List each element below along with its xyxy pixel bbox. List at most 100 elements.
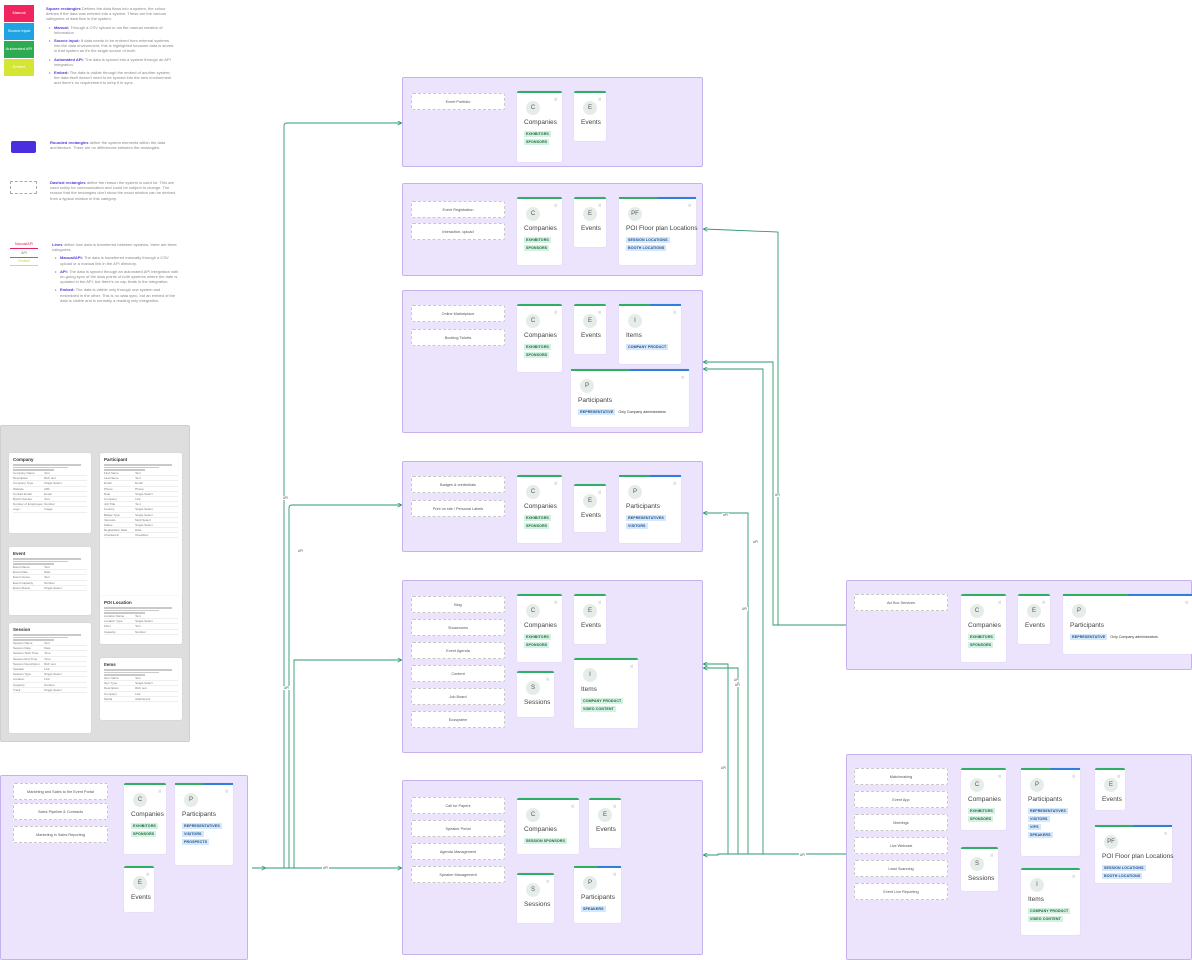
dict-field-type: Number — [135, 629, 146, 634]
entity-name: Items — [1028, 896, 1044, 903]
description-line — [104, 671, 159, 673]
tag-row: EXHIBITORS — [524, 131, 551, 137]
entity-name: Items — [626, 332, 642, 339]
expand-icon: ⠿ — [1117, 774, 1120, 779]
dict-field-type: Text — [135, 614, 141, 618]
dict-field-name: Track — [13, 687, 21, 692]
use-case-box: Live Webcast — [854, 837, 948, 854]
expand-icon: ⠿ — [1042, 600, 1045, 605]
entity-tag: BOOTH LOCATIONS — [626, 245, 667, 251]
dict-field-name: Event Status — [13, 585, 31, 590]
dict-field-type: Single Select — [135, 619, 153, 624]
description-line — [104, 674, 146, 676]
entity-avatar: P — [1072, 604, 1086, 618]
tag-row: EXHIBITORS — [524, 344, 551, 350]
entity-name: Sessions — [524, 901, 551, 908]
use-case-box: Ecosystem — [411, 711, 505, 728]
entity-avatar: C — [133, 793, 147, 807]
entity-avatar: P — [1030, 778, 1044, 792]
dict-card-title: Items — [104, 662, 116, 667]
dict-field-type: Checkbox — [135, 533, 149, 538]
dict-field-name: Session Date — [13, 646, 31, 651]
entity-avatar: E — [133, 876, 147, 890]
use-case-box: Event Registration — [411, 201, 505, 218]
entity-tag: PROSPECTS — [182, 839, 210, 845]
dict-field-name: Company — [104, 496, 117, 501]
dict-field-name: Session Type — [13, 672, 31, 677]
entity-name: Events — [581, 119, 601, 126]
dict-field-type: Multi Select — [135, 517, 151, 522]
dict-field-type: Text — [135, 471, 141, 475]
legend-line-label-manual: Manual/API — [14, 242, 34, 246]
use-case-box: Lead Scanning — [854, 860, 948, 877]
tag-row: COMPANY PRODUCT — [1028, 908, 1071, 914]
description-line — [104, 607, 173, 609]
expand-icon: ⠿ — [681, 375, 684, 380]
entity-tag: SESSION LOCATIONS — [1102, 865, 1146, 871]
legend-square-text: Square rectangles Defines the data flows… — [46, 6, 176, 86]
dict-card-title: Participant — [104, 457, 128, 462]
connector-app-to-speaker — [704, 854, 846, 855]
connection-label: API — [283, 686, 291, 690]
dict-field-type: URL — [44, 486, 51, 491]
entity-avatar: E — [583, 314, 597, 328]
connection-label: API — [774, 493, 782, 497]
dict-field-name: Location Name — [104, 614, 125, 618]
entity-tag: SESSION SPONSORS — [524, 838, 567, 844]
expand-icon: ⠿ — [546, 677, 549, 682]
entity-tag: SPONSORS — [968, 642, 994, 648]
description-line — [13, 464, 82, 466]
dict-row: First Name Text — [104, 471, 178, 477]
use-case-box: Agenda Management — [411, 843, 505, 860]
connection-label: API — [322, 866, 330, 870]
tag-row: COMPANY PRODUCT — [626, 344, 669, 350]
use-case-box: Print on site / Personal Labels — [411, 500, 505, 517]
tag-row: SESSION SPONSORS — [524, 838, 567, 844]
expand-icon: ⠿ — [1164, 831, 1167, 836]
dict-card-description — [13, 464, 87, 471]
dict-field-name: First Name — [104, 471, 119, 475]
